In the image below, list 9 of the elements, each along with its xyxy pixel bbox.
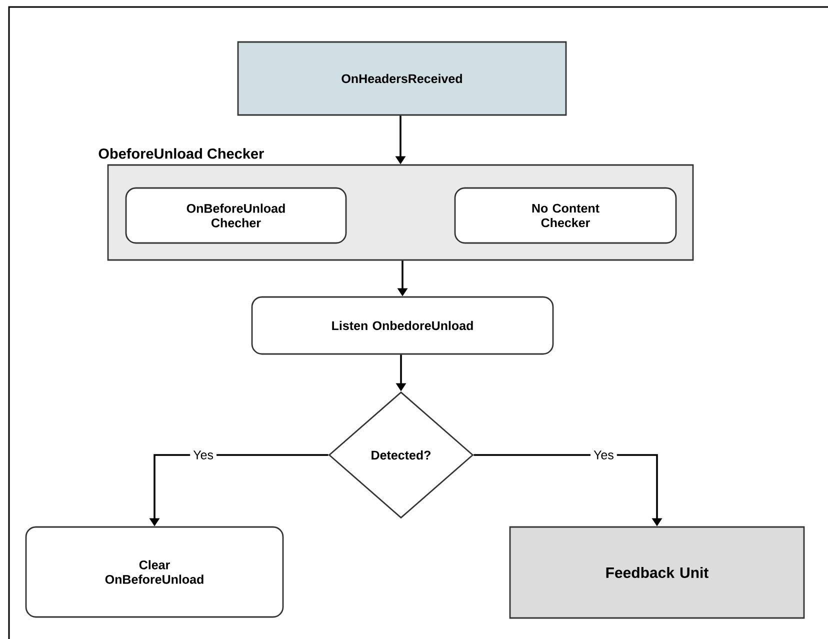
rounded-box: Clear OnBeforeUnload (25, 526, 284, 618)
process-box: Feedback Unit (509, 526, 805, 619)
rounded-box: Listen OnbedoreUnload (251, 296, 554, 355)
edge-label: Yes (590, 448, 617, 462)
process-box: OnHeadersReceived (237, 41, 567, 116)
rounded-box: OnBeforeUnload Checher (125, 187, 347, 244)
edge-label: Yes (190, 448, 216, 462)
group-heading: ObeforeUnload Checker (98, 148, 264, 159)
rounded-box: No Content Checker (454, 187, 677, 244)
